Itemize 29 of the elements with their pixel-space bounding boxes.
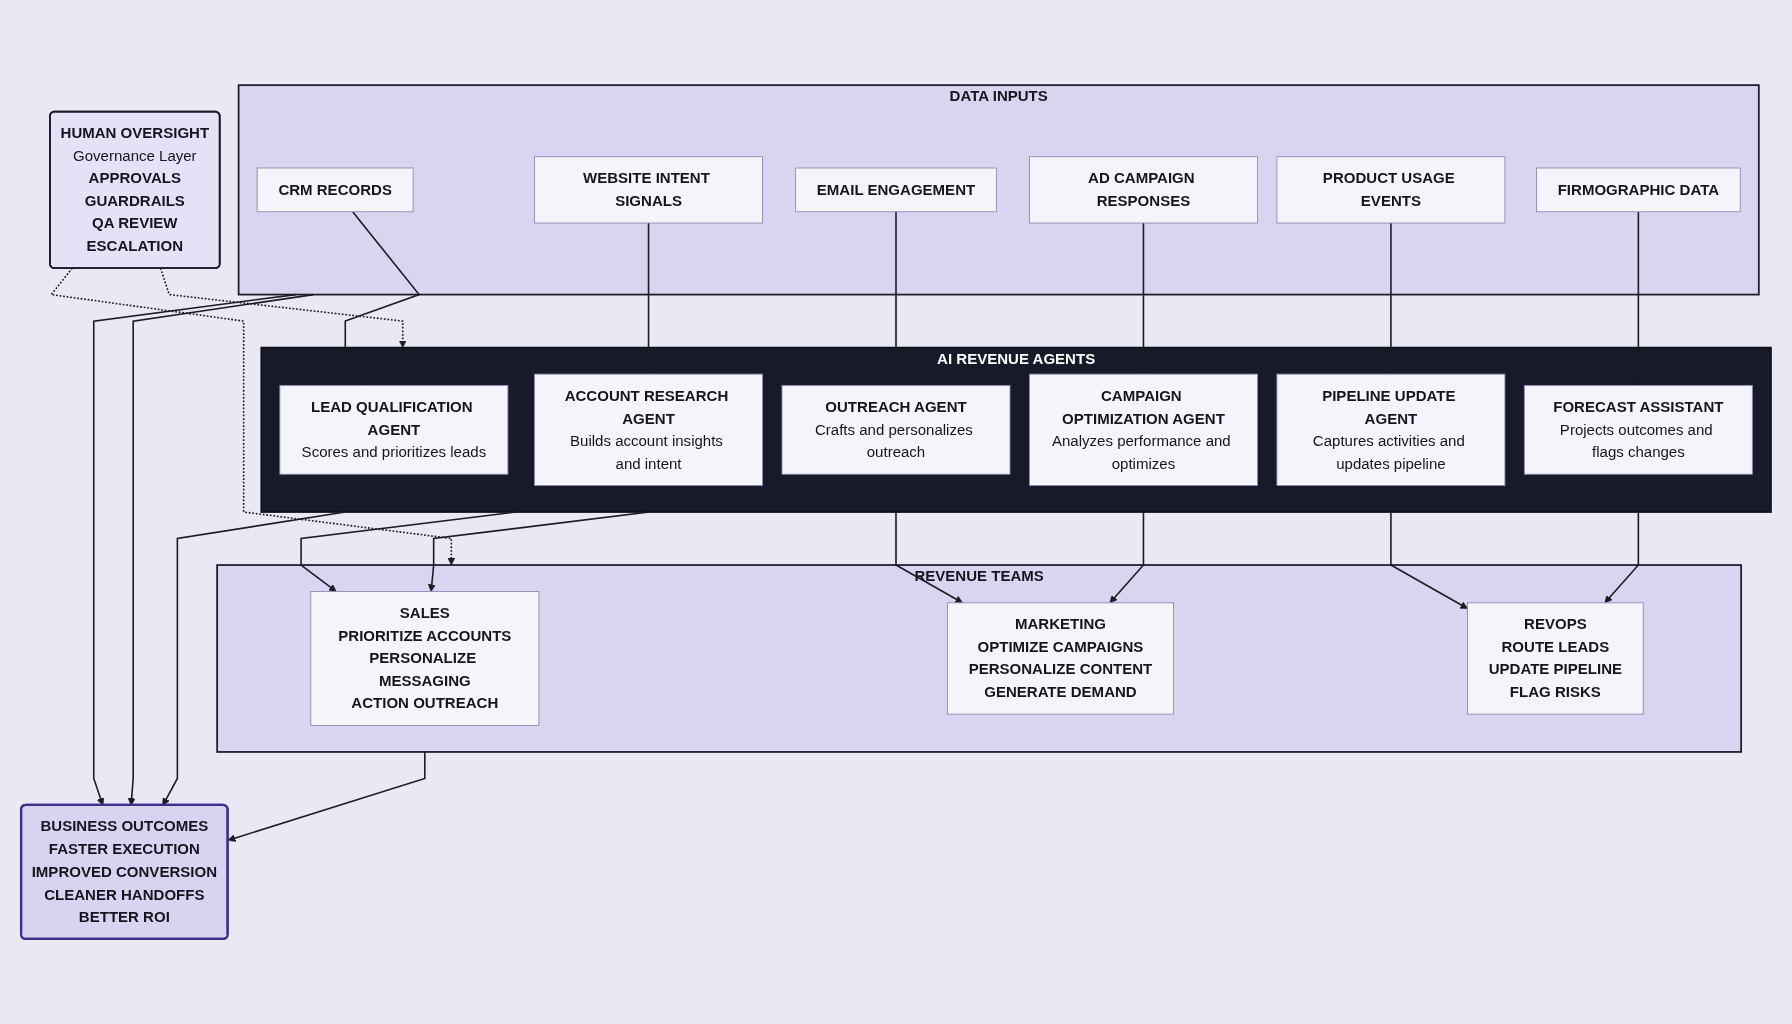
arrow (1387, 222, 1395, 375)
node-box: WEBSITE INTENT SIGNALS (534, 156, 763, 224)
arrow (1634, 210, 1643, 386)
arrow (892, 210, 900, 386)
arrow (344, 210, 421, 386)
arrow (49, 267, 456, 566)
arrow (427, 484, 650, 592)
node-box: PRODUCT USAGE EVENTS (1276, 156, 1506, 224)
node-box: OUTREACH AGENT Crafts and personalizes outreach (781, 384, 1011, 475)
node-box: FIRMOGRAPHIC DATA (1536, 167, 1741, 213)
arrow (227, 751, 426, 842)
node-box: AD CAMPAIGN RESPONSES (1029, 156, 1258, 224)
node-box: PIPELINE UPDATE AGENT Captures activities and updates pipeline (1276, 373, 1506, 486)
node-box: CRM RECORDS (256, 167, 414, 213)
node-box: EMAIL ENGAGEMENT (795, 167, 997, 213)
node-box: FORECAST ASSISTANT Projects outcomes and flags changes (1523, 384, 1753, 475)
arrow (1139, 222, 1148, 375)
arrow (300, 473, 519, 592)
node-box: REVOPS ROUTE LEADS UPDATE PIPELINE FLAG RISKS (1467, 602, 1644, 715)
arrow (644, 222, 653, 375)
node-box: ACCOUNT RESEARCH AGENT Builds account insights and intent (534, 373, 763, 486)
node-box: CAMPAIGN OPTIMIZATION AGENT Analyzes performance and optimizes (1029, 373, 1258, 486)
node-box: SALES PRIORITIZE ACCOUNTS PERSONALIZE MESSAGING ACTION OUTREACH (310, 591, 540, 726)
arrow (1390, 484, 1468, 609)
node-box: MARKETING OPTIMIZE CAMPAIGNS PERSONALIZE CONTENT GENERATE DEMAND (946, 602, 1174, 715)
arrow (895, 473, 963, 604)
node-box: LEAD QUALIFICATION AGENT Scores and prioritizes leads (279, 384, 509, 475)
arrow (1109, 484, 1145, 604)
arrow (1604, 473, 1640, 604)
